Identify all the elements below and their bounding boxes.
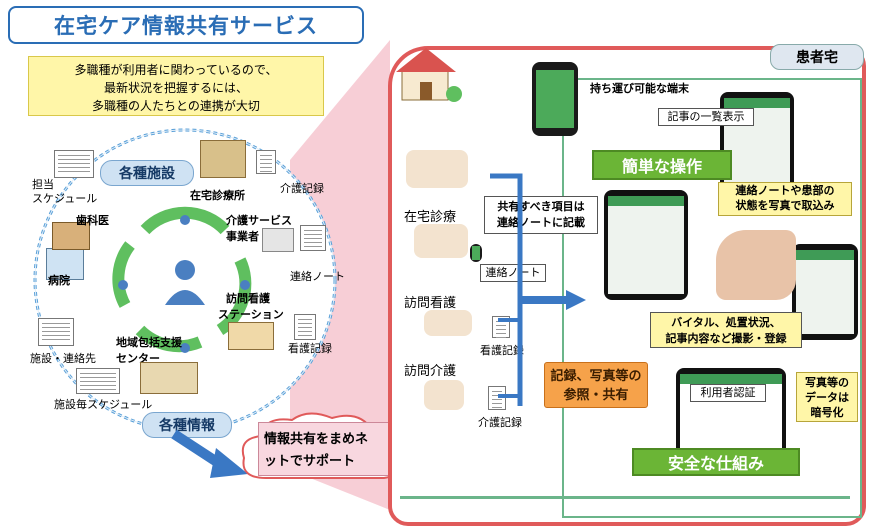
tablet-left-device [604,190,688,300]
community-center-building-icon [140,362,198,394]
nursing-record-doc-icon [294,314,316,340]
note-line-2: 最新状況を把握するには、 [103,81,248,95]
patient-home-label: 患者宅 [770,44,864,70]
encryption-line-3: 暗号化 [810,406,844,419]
tablet-right-device [792,244,858,340]
community-center-label-1: 地域包括支援 [116,336,182,349]
staff-schedule-label-1: 担当 [32,178,54,191]
portable-device-label: 持ち運び可能な端末 [590,82,689,95]
user-auth-label: 利用者認証 [690,384,766,402]
nursing-people-icon [424,310,472,336]
clinic-building-icon [200,140,246,178]
photo-capture-line-1: 連絡ノートや患部の [735,184,835,197]
care-record-doc-icon [256,150,276,174]
visit-nursing-station-label-2: ステーション [218,308,284,321]
station-building-icon [228,322,274,350]
care-people-icon [424,380,464,410]
dentist-label: 歯科医 [76,214,109,227]
article-list-label: 記事の一覧表示 [658,108,754,126]
contact-note-doc-icon [300,225,326,251]
community-center-label-2: センター [116,352,160,365]
nursing-record-right-label: 看護記録 [480,344,524,357]
nursing-record-label: 看護記録 [288,342,332,355]
cloud-text-line-1: 情報共有をまめネ [264,432,369,447]
flow-arrows [490,173,586,406]
connector-cone [290,40,390,510]
record-share-box: 記録、写真等の 参照・共有 [544,362,648,408]
note-line-1: 多職種が利用者に関わっているので、 [74,63,278,77]
encryption-line-2: データは [805,391,849,404]
visit-nursing-station-label-1: 訪問看護 [226,292,270,305]
home-clinic-label: 在宅診療所 [190,189,245,202]
record-share-line-2: 参照・共有 [563,388,629,403]
arrow-to-cloud-icon [171,429,248,478]
phone-device-icon [532,62,578,136]
contact-note-box: 連絡ノート [480,264,546,282]
facility-schedule-label: 施設毎スケジュール [54,398,153,411]
vital-callout: バイタル、処置状況、 記事内容など撮影・登録 [650,312,802,348]
house-icon [396,48,462,102]
vital-line-2: 記事内容など撮影・登録 [665,332,787,345]
care-record-right-label: 介護記録 [478,416,522,429]
hospital-label: 病院 [48,274,70,287]
home-medical-phone-icon [470,244,482,262]
auth-tablet-device [676,368,786,458]
care-service-label-2: 事業者 [226,230,259,243]
doctor-visit-people-icon [406,150,468,188]
cloud-text-line-2: ットでサポート [264,454,356,469]
hand-photo [716,230,796,300]
facility-contact-label: 施設・連絡先 [30,352,96,365]
note-line-3: 多職種の人たちとの連携が大切 [92,99,260,113]
home-visit-medical-label: 在宅診療 [404,210,457,225]
contact-note-label: 連絡ノート [290,270,345,283]
visit-nursing-label: 訪問看護 [404,296,457,311]
facility-contact-doc-icon [38,318,74,346]
encryption-line-1: 写真等の [805,376,849,389]
easy-operation-banner: 簡単な操作 [592,150,732,180]
bottom-flow-line [400,496,850,499]
staff-schedule-label-2: スケジュール [32,192,98,205]
vital-line-1: バイタル、処置状況、 [671,316,781,329]
staff-schedule-doc-icon [54,150,94,178]
safe-mechanism-banner: 安全な仕組み [632,448,800,476]
visit-care-label: 訪問介護 [404,364,457,379]
encryption-callout: 写真等の データは 暗号化 [796,372,858,422]
facility-schedule-doc-icon [76,368,120,394]
facilities-pill: 各種施設 [100,160,194,186]
photo-capture-callout: 連絡ノートや患部の 状態を写真で取込み [718,182,852,216]
info-note: 多職種が利用者に関わっているので、 最新状況を把握するには、 多職種の人たちとの… [28,56,324,116]
record-share-line-1: 記録、写真等の [550,369,642,384]
care-record-label: 介護記録 [280,182,324,195]
home-medical-team-icon [414,224,468,258]
share-items-callout: 共有すべき項目は 連絡ノートに記載 [484,196,598,234]
care-service-label-1: 介護サービス [226,214,292,227]
care-service-building-icon [262,228,294,252]
page-title: 在宅ケア情報共有サービス [8,6,364,44]
photo-capture-line-2: 状態を写真で取込み [735,199,835,212]
dentist-building-icon [52,222,90,250]
